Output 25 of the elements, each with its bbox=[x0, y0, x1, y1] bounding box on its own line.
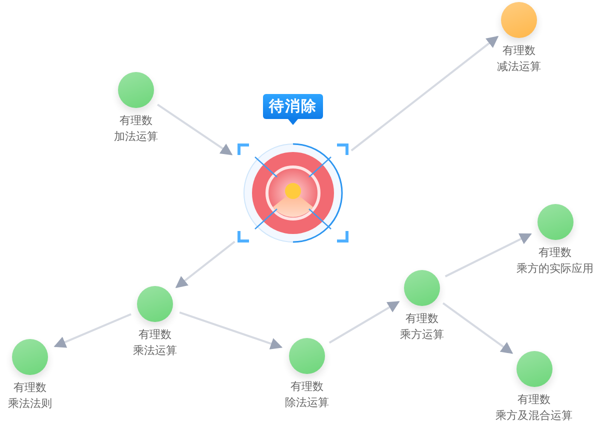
node-label: 乘方及混合运算 bbox=[496, 408, 572, 424]
node-label: 有理数 bbox=[518, 392, 550, 408]
node-label: 有理数 bbox=[406, 311, 438, 327]
arrow bbox=[179, 311, 283, 350]
tag-label: 待消除 bbox=[263, 94, 323, 119]
arrow bbox=[350, 36, 499, 152]
arrow bbox=[328, 300, 400, 344]
node-label: 有理数 bbox=[120, 113, 152, 129]
node-label: 有理数 bbox=[502, 43, 536, 59]
arrow bbox=[54, 313, 132, 348]
node-label: 乘法运算 bbox=[133, 343, 177, 359]
node-label: 加法运算 bbox=[114, 129, 158, 145]
node-label: 有理数 bbox=[290, 379, 324, 395]
node-label: 有理数 bbox=[538, 245, 572, 261]
node-label: 乘方运算 bbox=[400, 327, 444, 343]
node-label: 有理数 bbox=[138, 327, 172, 343]
arrow bbox=[175, 240, 236, 288]
arrow bbox=[442, 302, 514, 354]
node-label: 除法运算 bbox=[285, 395, 329, 411]
node-label: 乘法法则 bbox=[8, 396, 52, 412]
arrow bbox=[156, 104, 233, 156]
node-label: 减法运算 bbox=[497, 59, 541, 75]
node-label: 乘方的实际应用 bbox=[516, 261, 594, 277]
arrow bbox=[444, 233, 532, 278]
node-label: 有理数 bbox=[14, 380, 46, 396]
